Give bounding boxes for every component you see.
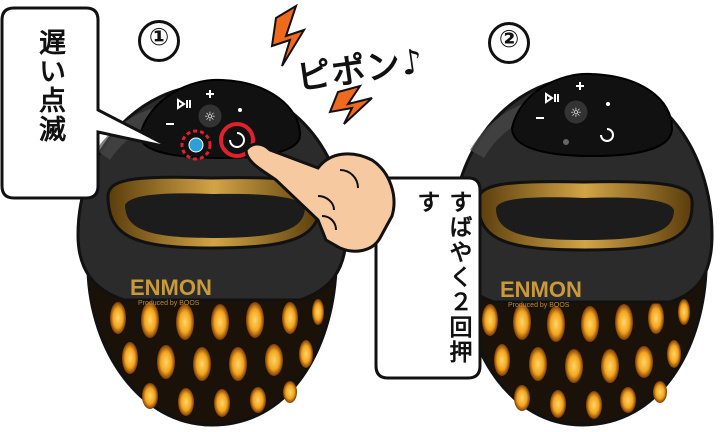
- brand-logo-1: ENMON: [130, 275, 212, 300]
- svg-text:☼: ☼: [204, 110, 216, 125]
- slow-blink-bubble: [0, 6, 173, 200]
- step-1-label: ①: [138, 20, 180, 62]
- pointing-hand: [244, 142, 396, 253]
- svg-text:Produced by BOOS: Produced by BOOS: [508, 302, 570, 309]
- brand-logo-2: ENMON: [500, 277, 582, 302]
- svg-text:Produced by BOOS: Produced by BOOS: [138, 300, 200, 307]
- slow-blink-text: 遅い点滅: [34, 28, 65, 144]
- svg-text:☼: ☼: [570, 106, 582, 121]
- lightning-icon-1: [270, 3, 307, 67]
- press-twice-text: すばやく２回押す: [413, 190, 471, 365]
- lightning-icon-2: [328, 84, 373, 125]
- speaker-2: ☼ ENMON Produced by BOOS: [450, 72, 714, 427]
- step-2-label: ②: [488, 22, 530, 64]
